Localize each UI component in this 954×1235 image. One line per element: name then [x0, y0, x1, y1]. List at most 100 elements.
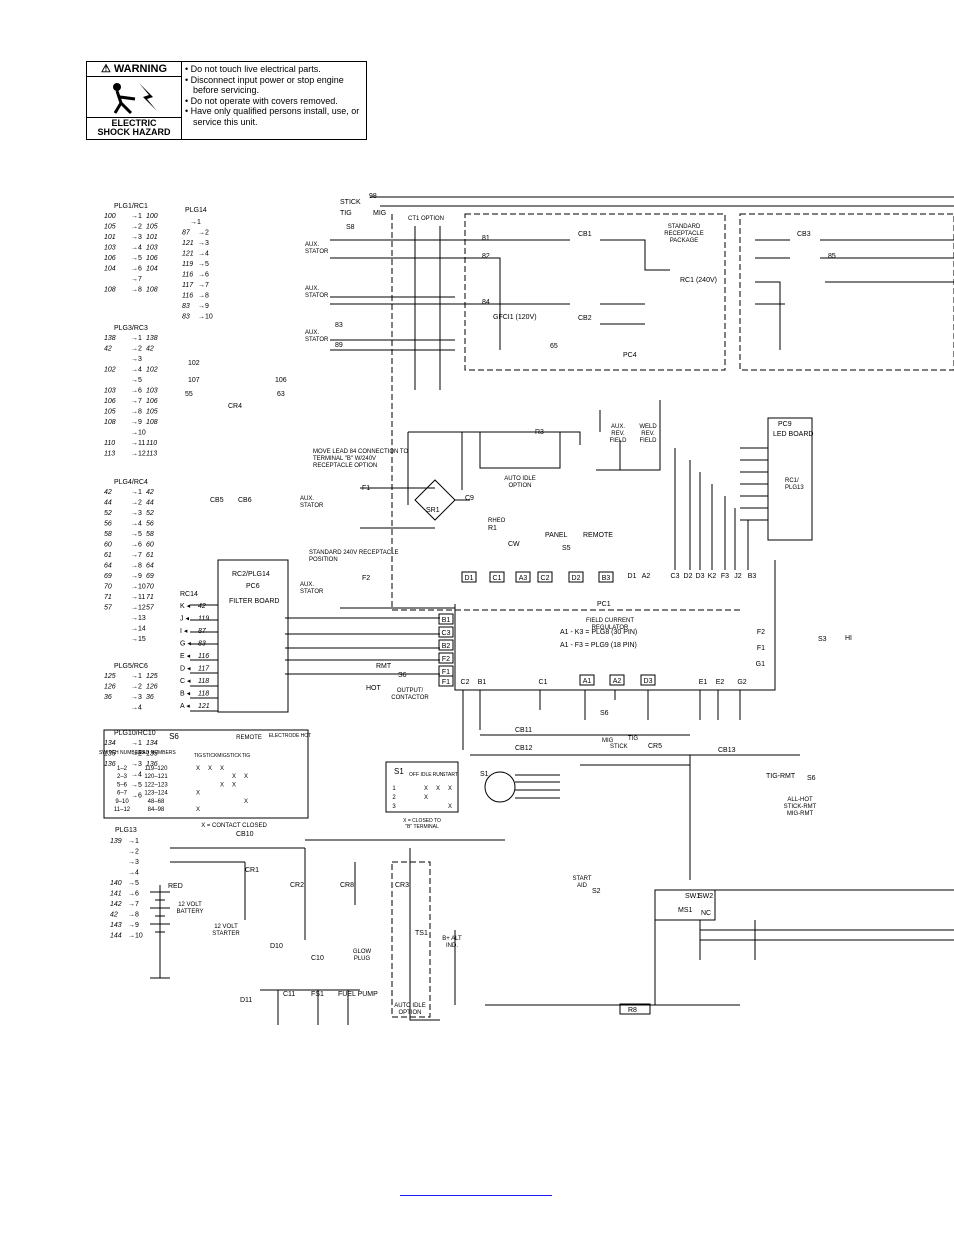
- label-fs1: FS1: [311, 991, 324, 998]
- label-cr2: CR2: [290, 882, 304, 889]
- s6-group-electrode: ELECTRODE HOT: [269, 733, 312, 739]
- label-auto-idle: AUTO IDLE: [504, 476, 536, 482]
- plg3-lead: 105: [104, 409, 116, 416]
- plg13-title: PLG13: [115, 827, 137, 834]
- label-rc1-plg13: PLG13: [785, 485, 804, 491]
- label-tig-rmt: TIG-RMT: [766, 773, 796, 780]
- plg4-lead: 57: [146, 605, 155, 612]
- label-aux-stator: STATOR: [305, 293, 329, 299]
- plg3-lead: 138: [104, 335, 116, 342]
- plg4-pin: →15: [131, 636, 146, 643]
- label-w63: 63: [277, 391, 285, 398]
- label-aux-stator: AUX.: [305, 330, 319, 336]
- terminal-pc1-box: [438, 613, 454, 625]
- plg13-pin: →3: [128, 859, 139, 866]
- label-mig: MIG: [602, 738, 614, 744]
- plg13-lead: 139: [110, 838, 122, 845]
- terminal-pc1: F2: [442, 656, 450, 663]
- plg3-lead: 113: [146, 451, 157, 458]
- plg5-pin: →3: [131, 694, 142, 701]
- plg14-pin: →5: [198, 261, 209, 268]
- plg10-lead: 134: [146, 740, 158, 747]
- rc14-lead: 118: [198, 678, 209, 685]
- plg4-lead: 56: [146, 521, 154, 528]
- plg5-pin: →1: [131, 673, 142, 680]
- label-filter-102: 102: [188, 360, 200, 367]
- label-starter: STARTER: [212, 931, 240, 937]
- s6-mode: TIG: [242, 753, 250, 759]
- plg4-lead: 69: [146, 573, 154, 580]
- label-r3: R3: [535, 429, 544, 436]
- plg3-pin: →2: [131, 346, 142, 353]
- label-aux-stator: AUX.: [300, 496, 314, 502]
- rc14-pin: D ◂: [180, 666, 191, 673]
- label-aux-stator: AUX.: [305, 286, 319, 292]
- plg3-lead: 113: [104, 451, 115, 458]
- plg4-lead: 64: [104, 563, 112, 570]
- warning-item: • Have only qualified persons install, u…: [185, 106, 360, 127]
- label-move-lead: MOVE LEAD 84 CONNECTION TO: [313, 449, 408, 455]
- terminal-pc1: F1: [442, 669, 450, 676]
- label-cb6: CB6: [238, 497, 252, 504]
- plg13-pin: →6: [128, 891, 139, 898]
- plg14-pin: →1: [190, 219, 201, 226]
- plg5-lead: 125: [146, 673, 158, 680]
- terminal-top: A3: [519, 575, 528, 582]
- label-all-hot: MIG-RMT: [787, 811, 814, 817]
- plg4-pin: →4: [131, 521, 142, 528]
- plg13-pin: →1: [128, 838, 139, 845]
- s6-table-title: S6: [169, 732, 179, 741]
- label-pc6: PC6: [246, 583, 260, 590]
- s6-cell: 120–121: [144, 774, 168, 780]
- label-cb12: CB12: [515, 745, 533, 752]
- plg5-lead: 125: [104, 673, 116, 680]
- label-aux-stator: STATOR: [300, 503, 324, 509]
- rc14-pin: C ◂: [180, 678, 191, 685]
- terminal-right: F2: [757, 629, 765, 636]
- label-aux-stator: AUX.: [305, 242, 319, 248]
- s6-cell: 48–68: [148, 799, 165, 805]
- plg3-lead: 42: [146, 346, 154, 353]
- plg1-title: PLG1/RC1: [114, 203, 148, 210]
- hazard-line-1: ELECTRIC: [111, 118, 157, 128]
- warning-header-text: WARNING: [113, 63, 168, 75]
- plg4-lead: 58: [146, 531, 154, 538]
- plg14-pin: →2: [198, 230, 209, 237]
- s6-cell: X: [220, 766, 224, 772]
- terminal-top-box: [489, 571, 505, 583]
- label-all-hot: ALL-HOT: [787, 797, 813, 803]
- footer-link-underline[interactable]: [400, 1194, 552, 1196]
- plg5-title: PLG5/RC6: [114, 663, 148, 670]
- s6-cell: 119–120: [145, 766, 169, 772]
- s1-col: RUN: [433, 772, 444, 778]
- wires: [150, 196, 954, 1025]
- plg4-lead: 44: [146, 500, 154, 507]
- label-gfci: GFCI1 (120V): [493, 314, 537, 321]
- label-w84: 84: [482, 299, 490, 306]
- terminal-bottom-box: [640, 674, 656, 686]
- plg4-lead: 71: [146, 594, 154, 601]
- plg3-lead: 110: [104, 440, 115, 447]
- plg4-lead: 70: [146, 584, 154, 591]
- plg3-lead: 42: [104, 346, 112, 353]
- label-std-receptacle: RECEPTACLE: [664, 231, 704, 237]
- hazard-label: ELECTRIC SHOCK HAZARD: [87, 117, 181, 139]
- plg10-lead: 136: [104, 761, 116, 768]
- label-s6: S6: [398, 672, 407, 679]
- plg1-lead: 106: [146, 255, 158, 262]
- label-w83: 83: [335, 322, 343, 329]
- label-glow-plug: GLOW: [353, 949, 372, 955]
- plg3-pin: →5: [131, 377, 142, 384]
- s1-cell: X: [448, 786, 452, 792]
- plg13-pin: →7: [128, 901, 139, 908]
- shock-hazard-icon: [113, 83, 157, 115]
- plg14-lead: 121: [182, 240, 194, 247]
- label-ms1: MS1: [678, 907, 693, 914]
- s6-cell: X: [196, 791, 200, 797]
- label-s8: S8: [346, 224, 355, 231]
- plg4-pin: →10: [131, 584, 146, 591]
- plg4-lead: 71: [104, 594, 112, 601]
- plg13-lead: 144: [110, 933, 122, 940]
- plg3-lead: 108: [104, 419, 116, 426]
- plg13-pin: →5: [128, 880, 139, 887]
